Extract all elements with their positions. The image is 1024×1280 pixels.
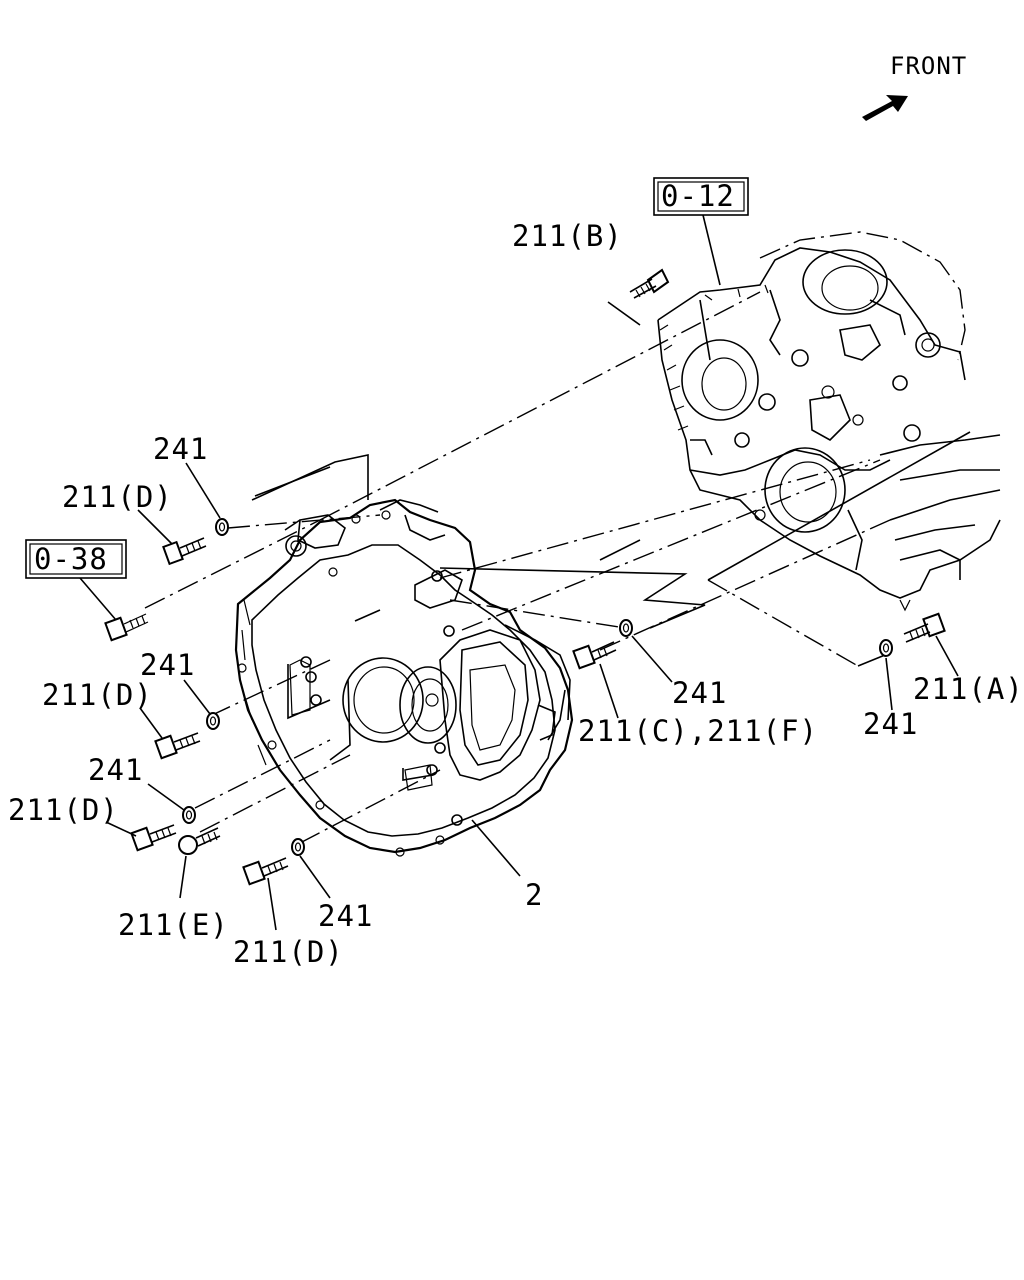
bolt-211-d-mid (154, 732, 201, 760)
callout-211-e: 211(E) (118, 908, 229, 942)
bolt-211-c-f (572, 641, 617, 670)
callout-241-top-left: 241 (153, 432, 208, 466)
ref-0-38-label: 0-38 (34, 542, 108, 576)
callout-part-2: 2 (525, 878, 543, 912)
callout-241-bottom: 241 (318, 899, 373, 933)
callout-241-low-left: 241 (88, 753, 143, 787)
washer-241-far-right (879, 639, 893, 657)
bolt-211-a (903, 612, 946, 643)
bolt-211-d-top (162, 537, 207, 566)
callout-211-a: 211(A) (913, 672, 1024, 706)
plane-lines (251, 301, 971, 781)
washer-241-mid-left (206, 712, 220, 730)
washer-241-top-left (215, 518, 229, 536)
ref-0-12-label: 0-12 (661, 179, 735, 213)
callout-211-d-top: 211(D) (62, 480, 173, 514)
callout-211-b: 211(B) (512, 219, 623, 253)
washer-241-right (619, 619, 633, 637)
ref-box-0-38: 0-38 (25, 539, 127, 621)
bolt-211-d-low (130, 824, 177, 852)
callout-211-d-bottom: 211(D) (233, 935, 344, 969)
bolt-211-b (629, 268, 670, 299)
front-arrow-icon (862, 95, 908, 121)
ref-box-0-12: 0-12 (653, 177, 749, 286)
callout-labels: 211(B) 241 211(D) 241 211(D) 241 211(D) … (8, 219, 1024, 969)
callout-211-d-mid: 211(D) (42, 678, 153, 712)
bolt-211-d-bottom (242, 857, 289, 886)
front-label: FRONT (890, 52, 967, 80)
callout-211-c-f: 211(C),211(F) (578, 714, 818, 748)
alignment-lines (144, 291, 891, 844)
leader-lines (105, 462, 959, 931)
washer-241-bottom (291, 838, 305, 856)
callout-241-far-right: 241 (863, 707, 918, 741)
engine-block (657, 231, 1001, 612)
flywheel-housing (234, 498, 574, 857)
callout-241-mid-left: 241 (140, 648, 195, 682)
callout-241-right: 241 (672, 676, 727, 710)
bolt-211-e (178, 827, 221, 855)
bolt-ref-0-38 (104, 613, 149, 642)
washer-241-low-left (182, 806, 196, 824)
callout-211-d-low: 211(D) (8, 793, 119, 827)
